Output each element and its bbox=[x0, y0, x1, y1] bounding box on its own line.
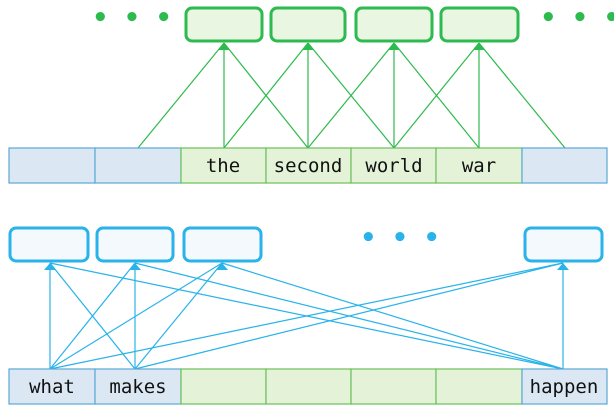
top-cell-7 bbox=[521, 147, 608, 184]
top-ellipsis-left: • • • bbox=[92, 3, 175, 33]
top-token-row: the second world war bbox=[8, 147, 608, 184]
bottom-output-box-3 bbox=[182, 226, 263, 263]
top-connection-lines bbox=[137, 42, 566, 149]
bottom-line-6 bbox=[134, 262, 223, 370]
token-war: war bbox=[462, 155, 496, 177]
top-line-9 bbox=[393, 42, 480, 149]
bottom-line-10 bbox=[221, 262, 564, 370]
bottom-line-8 bbox=[49, 262, 564, 370]
bottom-connection-lines bbox=[44, 262, 569, 370]
top-cell-6 bbox=[435, 147, 523, 184]
bottom-cell-3 bbox=[180, 368, 267, 405]
bottom-cell-2 bbox=[94, 368, 182, 405]
bottom-cell-7 bbox=[521, 368, 608, 405]
bottom-output-box-4 bbox=[523, 226, 604, 263]
top-ellipsis-right: • • • bbox=[540, 3, 614, 33]
bottom-cell-1 bbox=[8, 368, 96, 405]
top-output-box-2 bbox=[269, 6, 347, 43]
top-output-box-3 bbox=[354, 6, 434, 43]
bottom-arrowhead-3 bbox=[557, 263, 569, 270]
bottom-cell-5 bbox=[350, 368, 437, 405]
top-line-6 bbox=[307, 42, 395, 149]
bottom-line-2 bbox=[49, 262, 223, 370]
top-cell-4 bbox=[265, 147, 352, 184]
bottom-cell-6 bbox=[435, 368, 523, 405]
top-output-box-4 bbox=[439, 6, 520, 43]
top-arrowhead-1 bbox=[302, 43, 314, 50]
top-line-0 bbox=[137, 42, 225, 149]
top-cell-3 bbox=[180, 147, 267, 184]
bottom-arrowhead-2 bbox=[216, 263, 228, 270]
top-cell-5 bbox=[350, 147, 437, 184]
top-line-11 bbox=[478, 42, 566, 149]
token-world: world bbox=[365, 155, 422, 177]
top-cell-1 bbox=[8, 147, 96, 184]
top-arrowhead-0 bbox=[218, 43, 230, 50]
top-output-box-1 bbox=[184, 6, 264, 43]
bottom-line-4 bbox=[49, 262, 136, 370]
bottom-output-box-1 bbox=[8, 226, 90, 263]
token-the: the bbox=[206, 155, 240, 177]
top-cell-2 bbox=[94, 147, 182, 184]
bottom-ellipsis: • • • bbox=[360, 223, 443, 253]
bottom-cell-4 bbox=[265, 368, 352, 405]
bottom-arrowhead-1 bbox=[129, 263, 141, 270]
token-second: second bbox=[274, 155, 343, 177]
bottom-output-box-2 bbox=[95, 226, 175, 263]
top-arrowhead-3 bbox=[473, 43, 485, 50]
token-makes: makes bbox=[109, 376, 166, 398]
bottom-token-row: what makes happen bbox=[8, 368, 608, 405]
token-what: what bbox=[29, 376, 75, 398]
token-happen: happen bbox=[530, 376, 599, 398]
top-line-3 bbox=[223, 42, 309, 149]
bottom-arrowhead-0 bbox=[44, 263, 56, 270]
top-arrowhead-2 bbox=[388, 43, 400, 50]
bottom-line-9 bbox=[134, 262, 564, 370]
